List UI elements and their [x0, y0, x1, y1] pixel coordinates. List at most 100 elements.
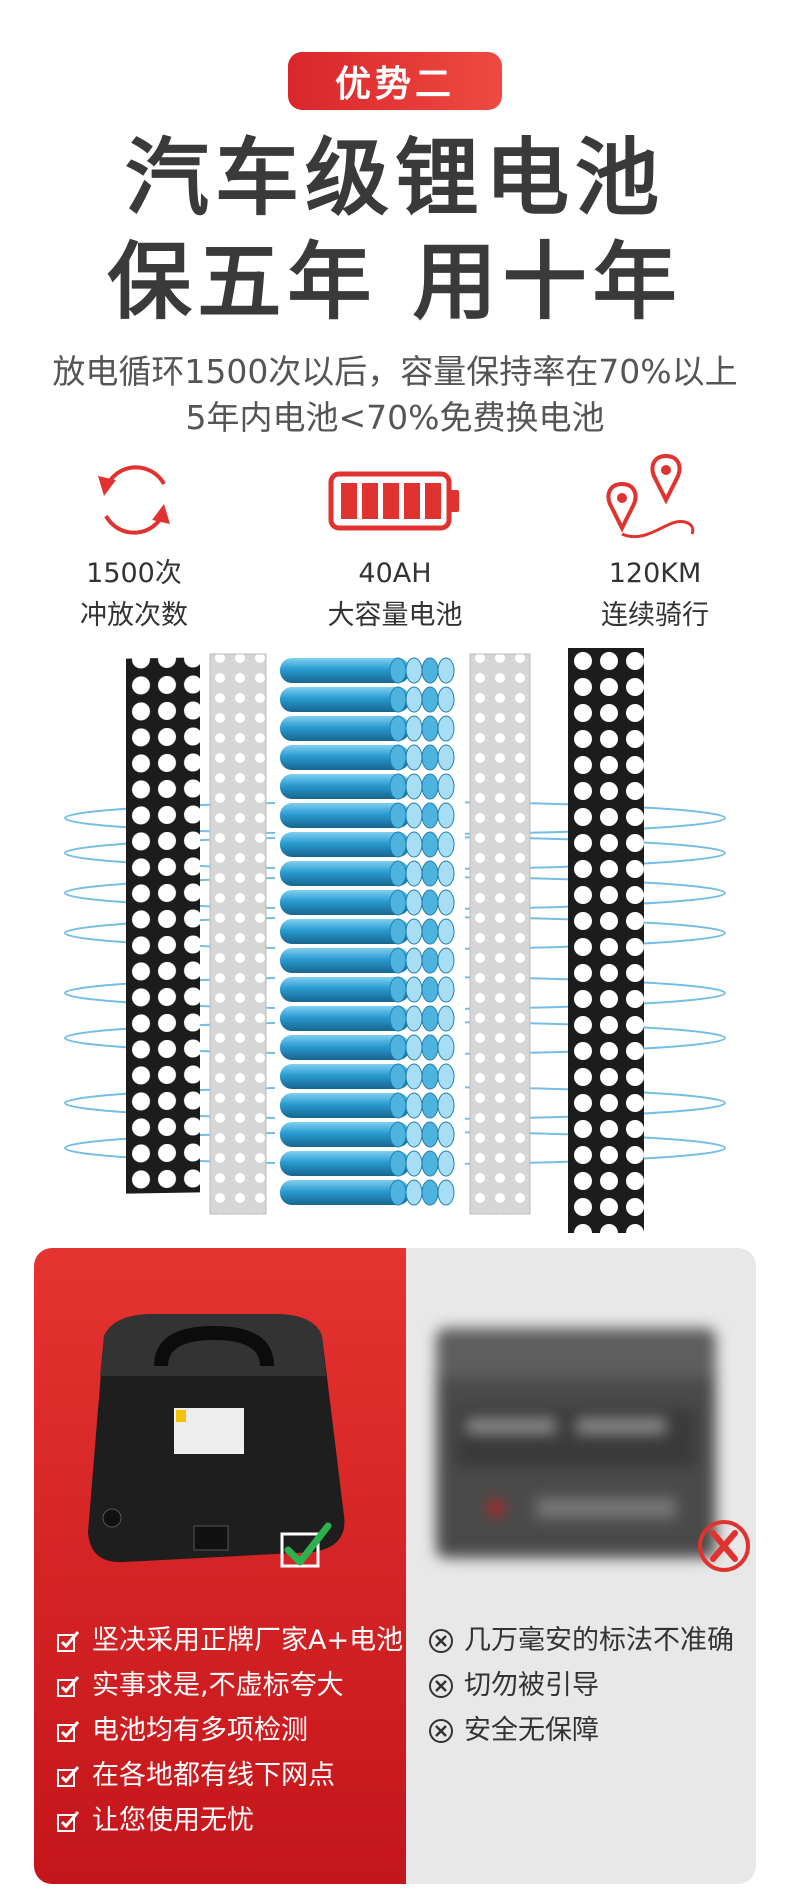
subtitle-line-2: 5年内电池<70%免费换电池	[185, 398, 605, 437]
battery-cell-end	[389, 744, 407, 771]
battery-cell-end	[405, 1121, 423, 1148]
list-item: 几万毫安的标法不准确	[428, 1618, 734, 1663]
battery-cell	[280, 948, 410, 973]
battery-cell	[280, 687, 410, 712]
battery-cell	[280, 832, 410, 857]
list-item-text: 安全无保障	[464, 1715, 599, 1746]
battery-cell-end	[389, 1179, 407, 1206]
battery-cell-end	[421, 686, 439, 713]
genuine-battery-image	[88, 1314, 345, 1563]
battery-cell-end	[437, 1179, 455, 1206]
battery-cell-end	[437, 657, 455, 684]
check-icon	[57, 1630, 80, 1652]
battery-cell	[280, 977, 410, 1002]
battery-cell-end	[389, 1034, 407, 1061]
x-circle-icon	[429, 1718, 453, 1743]
list-item-text: 在各地都有线下网点	[92, 1760, 335, 1791]
battery-pack-illustration	[64, 648, 726, 1233]
comparison-section: 坚决采用正牌厂家A+电池 实事求是,不虚标夸大 电池均有多项检测 在各地都有线下…	[34, 1248, 756, 1884]
inferior-battery-image	[436, 1328, 716, 1558]
battery-cell-end	[405, 860, 423, 887]
battery-cell-end	[405, 773, 423, 800]
battery-cell-end	[421, 947, 439, 974]
list-item-text: 让您使用无忧	[92, 1805, 254, 1836]
feature-capacity: 40AH 大容量电池	[275, 450, 515, 634]
battery-cell-end	[437, 889, 455, 916]
feature-range-label: 连续骑行	[601, 600, 709, 631]
battery-cell-end	[389, 976, 407, 1003]
battery-cell-end	[389, 889, 407, 916]
battery-cell-end	[421, 802, 439, 829]
battery-cell-end	[421, 657, 439, 684]
battery-cell-end	[437, 947, 455, 974]
battery-cell-end	[421, 860, 439, 887]
battery-cell-end	[437, 1063, 455, 1090]
section-badge: 优势二	[288, 52, 502, 110]
genuine-feature-list: 坚决采用正牌厂家A+电池 实事求是,不虚标夸大 电池均有多项检测 在各地都有线下…	[56, 1618, 403, 1843]
battery-cell-end	[421, 1063, 439, 1090]
route-icon	[606, 453, 695, 539]
inferior-issue-list: 几万毫安的标法不准确 切勿被引导 安全无保障	[428, 1618, 734, 1753]
battery-cell	[280, 1064, 410, 1089]
battery-cell-end	[405, 918, 423, 945]
rejected-x-icon	[698, 1520, 750, 1572]
genuine-battery-panel: 坚决采用正牌厂家A+电池 实事求是,不虚标夸大 电池均有多项检测 在各地都有线下…	[34, 1248, 406, 1884]
battery-cell-end	[389, 715, 407, 742]
check-icon	[57, 1720, 80, 1742]
battery-cell-end	[437, 686, 455, 713]
battery-cell	[280, 919, 410, 944]
battery-cell-end	[405, 976, 423, 1003]
feature-cycles-label: 冲放次数	[80, 600, 188, 631]
battery-cell-end	[389, 686, 407, 713]
battery-cell-end	[437, 976, 455, 1003]
battery-cell	[280, 1122, 410, 1147]
battery-cell	[280, 716, 410, 741]
battery-cell-end	[421, 715, 439, 742]
check-icon	[57, 1765, 80, 1787]
battery-cell-end	[421, 1034, 439, 1061]
battery-cell-end	[389, 860, 407, 887]
battery-cell-end	[437, 1121, 455, 1148]
battery-cell-end	[405, 947, 423, 974]
feature-cycles-value: 1500次	[86, 558, 182, 589]
battery-cell	[280, 1093, 410, 1118]
battery-cell-end	[405, 1005, 423, 1032]
battery-cell-end	[421, 1179, 439, 1206]
battery-cell-end	[421, 1150, 439, 1177]
battery-cell-end	[437, 802, 455, 829]
list-item: 实事求是,不虚标夸大	[56, 1663, 403, 1708]
subtitle-line-1: 放电循环1500次以后，容量保持率在70%以上	[52, 352, 738, 391]
battery-cell-end	[437, 860, 455, 887]
list-item-text: 几万毫安的标法不准确	[464, 1625, 734, 1656]
list-item: 切勿被引导	[428, 1663, 734, 1708]
battery-cell-end	[405, 1179, 423, 1206]
feature-cycles: 1500次 冲放次数	[14, 450, 254, 634]
battery-cell-end	[437, 744, 455, 771]
x-circle-icon	[429, 1673, 453, 1698]
feature-range: 120KM 连续骑行	[535, 450, 775, 634]
list-item: 让您使用无忧	[56, 1798, 403, 1843]
battery-cell-end	[421, 1005, 439, 1032]
battery-cell-end	[421, 1092, 439, 1119]
battery-cell-end	[437, 1034, 455, 1061]
list-item: 电池均有多项检测	[56, 1708, 403, 1753]
battery-cell-end	[437, 918, 455, 945]
list-item-text: 切勿被引导	[464, 1670, 599, 1701]
battery-cell-end	[405, 744, 423, 771]
battery-cell-end	[421, 744, 439, 771]
battery-cell-end	[389, 657, 407, 684]
battery-cell	[280, 1006, 410, 1031]
approved-check-icon	[280, 1522, 332, 1568]
battery-cell	[280, 745, 410, 770]
battery-cell-end	[389, 1063, 407, 1090]
battery-cell	[280, 774, 410, 799]
battery-cell	[280, 1180, 410, 1205]
battery-cell-end	[421, 773, 439, 800]
battery-cell-end	[421, 889, 439, 916]
battery-cell-end	[389, 831, 407, 858]
battery-cell-end	[405, 686, 423, 713]
battery-cell-end	[405, 1150, 423, 1177]
battery-cell-end	[389, 1150, 407, 1177]
battery-cell-end	[421, 1121, 439, 1148]
battery-cell	[280, 658, 410, 683]
